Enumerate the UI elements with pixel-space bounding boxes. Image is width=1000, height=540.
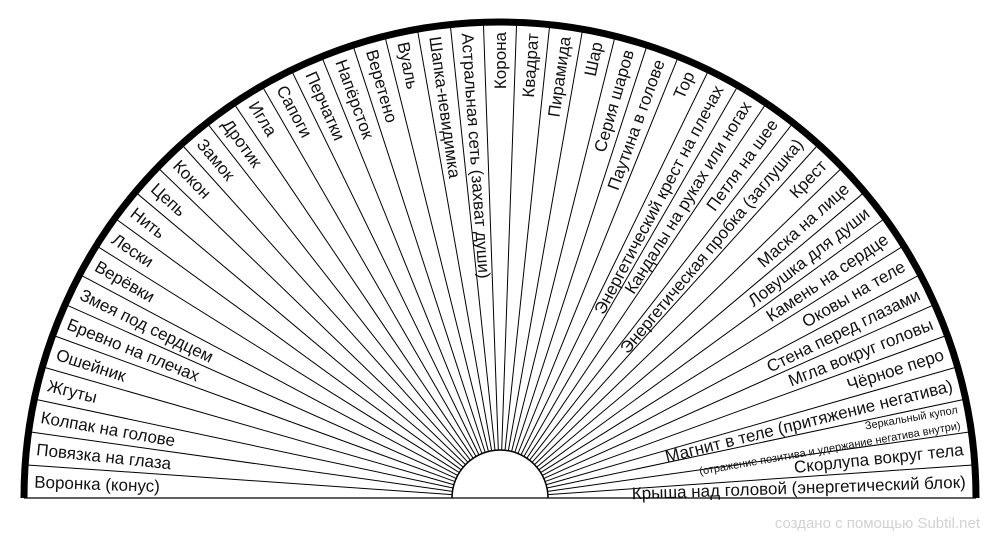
sector-label: Игла xyxy=(245,98,281,140)
sector-divider xyxy=(158,168,466,466)
sector-label-group: Цепь xyxy=(147,179,190,220)
sector-divider xyxy=(97,246,460,473)
sector-divider xyxy=(534,168,842,466)
sector-label-group: Пирамида xyxy=(545,35,575,119)
sector-label: Пирамида xyxy=(545,35,575,119)
sector-divider xyxy=(30,431,453,492)
sector-divider xyxy=(523,87,738,457)
sector-divider xyxy=(546,398,964,489)
sector-divider xyxy=(543,304,934,479)
sector-divider xyxy=(501,24,518,451)
sector-label-group: Вуаль xyxy=(393,40,422,91)
sector-divider xyxy=(54,335,456,483)
sector-label: Вуаль xyxy=(393,40,422,91)
inner-arc xyxy=(451,449,549,499)
sector-dividers xyxy=(27,24,973,496)
sector-divider xyxy=(482,24,499,451)
sector-divider xyxy=(81,275,458,476)
sector-divider xyxy=(544,335,946,483)
sector-divider xyxy=(529,124,793,461)
sector-divider xyxy=(136,192,464,468)
sector-label: Тор xyxy=(670,69,699,102)
sector-divider xyxy=(511,37,616,452)
sector-divider xyxy=(321,58,483,454)
sector-label: Цепь xyxy=(147,179,190,220)
sector-divider xyxy=(207,124,471,461)
sector-divider xyxy=(540,246,903,473)
sector-label: Нить xyxy=(127,204,169,243)
sector-divider xyxy=(531,145,818,463)
sector-divider xyxy=(66,304,457,479)
sector-label-group: Шар xyxy=(581,40,607,78)
sector-divider xyxy=(538,218,884,471)
sector-label: Воронка (конус) xyxy=(34,473,160,496)
sector-divider xyxy=(384,37,489,452)
sector-divider xyxy=(234,104,474,459)
sector-divider xyxy=(547,464,973,496)
sector-divider xyxy=(116,218,462,471)
sector-label: Корона xyxy=(491,31,510,89)
sector-divider xyxy=(182,145,469,463)
sector-label-group: Игла xyxy=(245,98,281,140)
sector-divider xyxy=(536,192,864,468)
sector-label-group: Нить xyxy=(127,204,169,243)
sector-divider xyxy=(262,87,477,457)
outer-arc xyxy=(20,18,980,499)
sector-divider xyxy=(36,398,454,489)
sector-label: Шар xyxy=(581,40,607,78)
sector-divider xyxy=(504,26,551,451)
sector-divider xyxy=(27,464,453,496)
sector-label-group: Квадрат xyxy=(519,32,542,98)
sector-divider xyxy=(526,104,766,459)
sector-divider xyxy=(542,275,919,476)
sector-divider xyxy=(547,431,970,492)
sector-divider xyxy=(520,71,709,456)
sector-divider xyxy=(546,366,956,486)
sector-divider xyxy=(449,26,496,451)
sector-divider xyxy=(291,71,480,456)
sector-divider xyxy=(507,31,583,451)
sector-divider xyxy=(517,58,679,454)
sector-divider xyxy=(353,47,486,453)
sector-label-group: Воронка (конус) xyxy=(34,473,160,496)
sector-divider xyxy=(514,47,647,453)
sector-divider xyxy=(417,31,493,451)
sector-label-group: Тор xyxy=(670,69,699,102)
sector-divider xyxy=(44,366,454,486)
sector-label: Квадрат xyxy=(519,32,542,98)
sector-label-group: Корона xyxy=(491,31,510,89)
credit-footer: создано с помощью Subtil.net xyxy=(774,515,980,532)
